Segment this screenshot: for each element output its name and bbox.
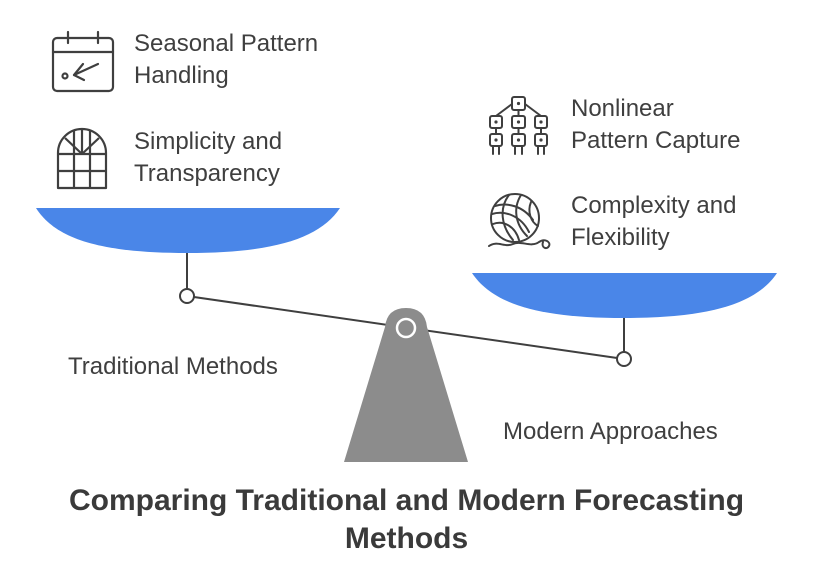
title-line: Methods: [344, 522, 469, 555]
item-label-line: Handling: [134, 62, 229, 89]
item-label-line: Nonlinear: [571, 95, 674, 122]
title-line: Comparing Traditional and Modern Forecas…: [68, 484, 745, 517]
scale-fulcrum: [344, 308, 468, 462]
left-pan: [36, 208, 340, 253]
item-label-line: Seasonal Pattern: [134, 30, 319, 57]
item-label-simplicity: Simplicity and Transparency: [134, 126, 282, 190]
right-pan: [472, 273, 777, 318]
item-label-seasonal-pattern: Seasonal Pattern Handling: [134, 28, 318, 92]
traditional-methods-label: Traditional Methods: [68, 353, 278, 380]
fulcrum-pivot: [395, 317, 417, 339]
network-icon: [489, 96, 548, 155]
yarn-ball-icon: [488, 193, 551, 250]
item-label-line: Simplicity and: [134, 128, 283, 155]
diagram-title: Comparing Traditional and Modern Forecas…: [0, 482, 813, 558]
item-label-line: Flexibility: [571, 224, 670, 251]
item-label-line: Pattern Capture: [571, 127, 741, 154]
modern-approaches-label: Modern Approaches: [503, 418, 718, 445]
window-icon: [56, 127, 108, 190]
left-pivot: [179, 288, 195, 304]
item-label-line: Complexity and: [571, 192, 737, 219]
item-label-complexity: Complexity and Flexibility: [571, 190, 736, 254]
item-label-line: Transparency: [134, 160, 280, 187]
calendar-icon: [51, 30, 115, 93]
right-pivot: [616, 351, 632, 367]
item-label-nonlinear: Nonlinear Pattern Capture: [571, 93, 740, 157]
